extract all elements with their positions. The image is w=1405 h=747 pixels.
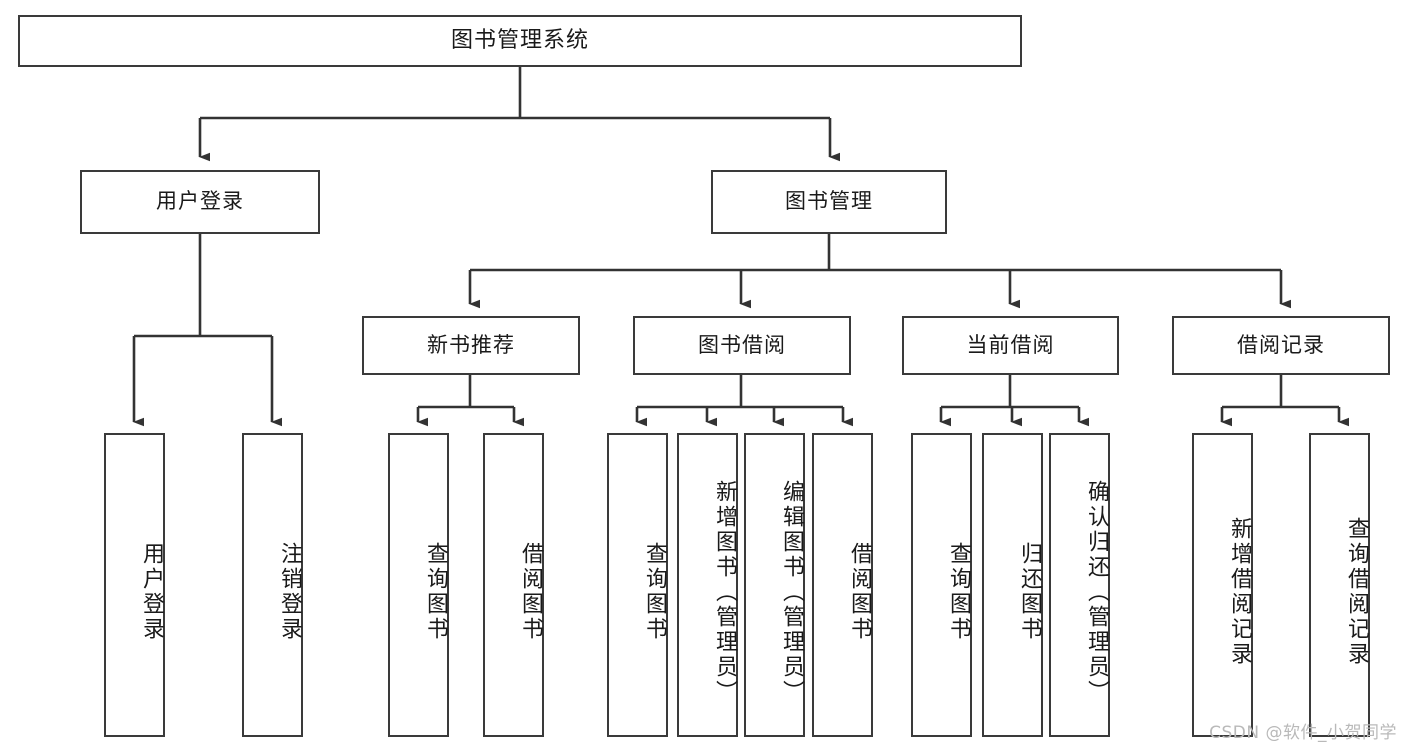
leaf-label: 编辑图书（管理员） [779,479,804,705]
leaf-label: 查询图书 [946,542,971,642]
leaf-query-book-1[interactable]: 查询图书 [388,433,449,737]
leaf-user-login[interactable]: 用户登录 [104,433,165,737]
leaf-label: 确认归还（管理员） [1084,479,1109,705]
leaf-label: 借阅图书 [847,542,872,642]
watermark-text: CSDN @软件_小贺同学 [1209,723,1397,743]
leaf-add-record[interactable]: 新增借阅记录 [1192,433,1253,737]
leaf-label: 借阅图书 [518,542,543,642]
leaf-borrow-book-2[interactable]: 借阅图书 [812,433,873,737]
leaf-borrow-book-1[interactable]: 借阅图书 [483,433,544,737]
leaf-label: 查询图书 [642,542,667,642]
node-new-book-recommend[interactable]: 新书推荐 [362,316,580,375]
leaf-label: 新增图书（管理员） [712,479,737,705]
node-book-borrow[interactable]: 图书借阅 [633,316,851,375]
leaf-query-book-3[interactable]: 查询图书 [911,433,972,737]
leaf-label: 新增借阅记录 [1227,517,1252,667]
leaf-query-book-2[interactable]: 查询图书 [607,433,668,737]
node-borrow-record[interactable]: 借阅记录 [1172,316,1390,375]
leaf-label: 归还图书 [1017,542,1042,642]
node-book-manage[interactable]: 图书管理 [711,170,947,234]
leaf-label: 查询图书 [423,542,448,642]
leaf-label: 注销登录 [277,542,302,642]
leaf-label: 查询借阅记录 [1344,517,1369,667]
leaf-logout[interactable]: 注销登录 [242,433,303,737]
leaf-confirm-return[interactable]: 确认归还（管理员） [1049,433,1110,737]
leaf-return-book[interactable]: 归还图书 [982,433,1043,737]
leaf-add-book[interactable]: 新增图书（管理员） [677,433,738,737]
node-current-borrow[interactable]: 当前借阅 [902,316,1119,375]
node-root[interactable]: 图书管理系统 [18,15,1022,67]
leaf-label: 用户登录 [139,542,164,642]
node-user-login[interactable]: 用户登录 [80,170,320,234]
leaf-edit-book[interactable]: 编辑图书（管理员） [744,433,805,737]
leaf-query-record[interactable]: 查询借阅记录 [1309,433,1370,737]
